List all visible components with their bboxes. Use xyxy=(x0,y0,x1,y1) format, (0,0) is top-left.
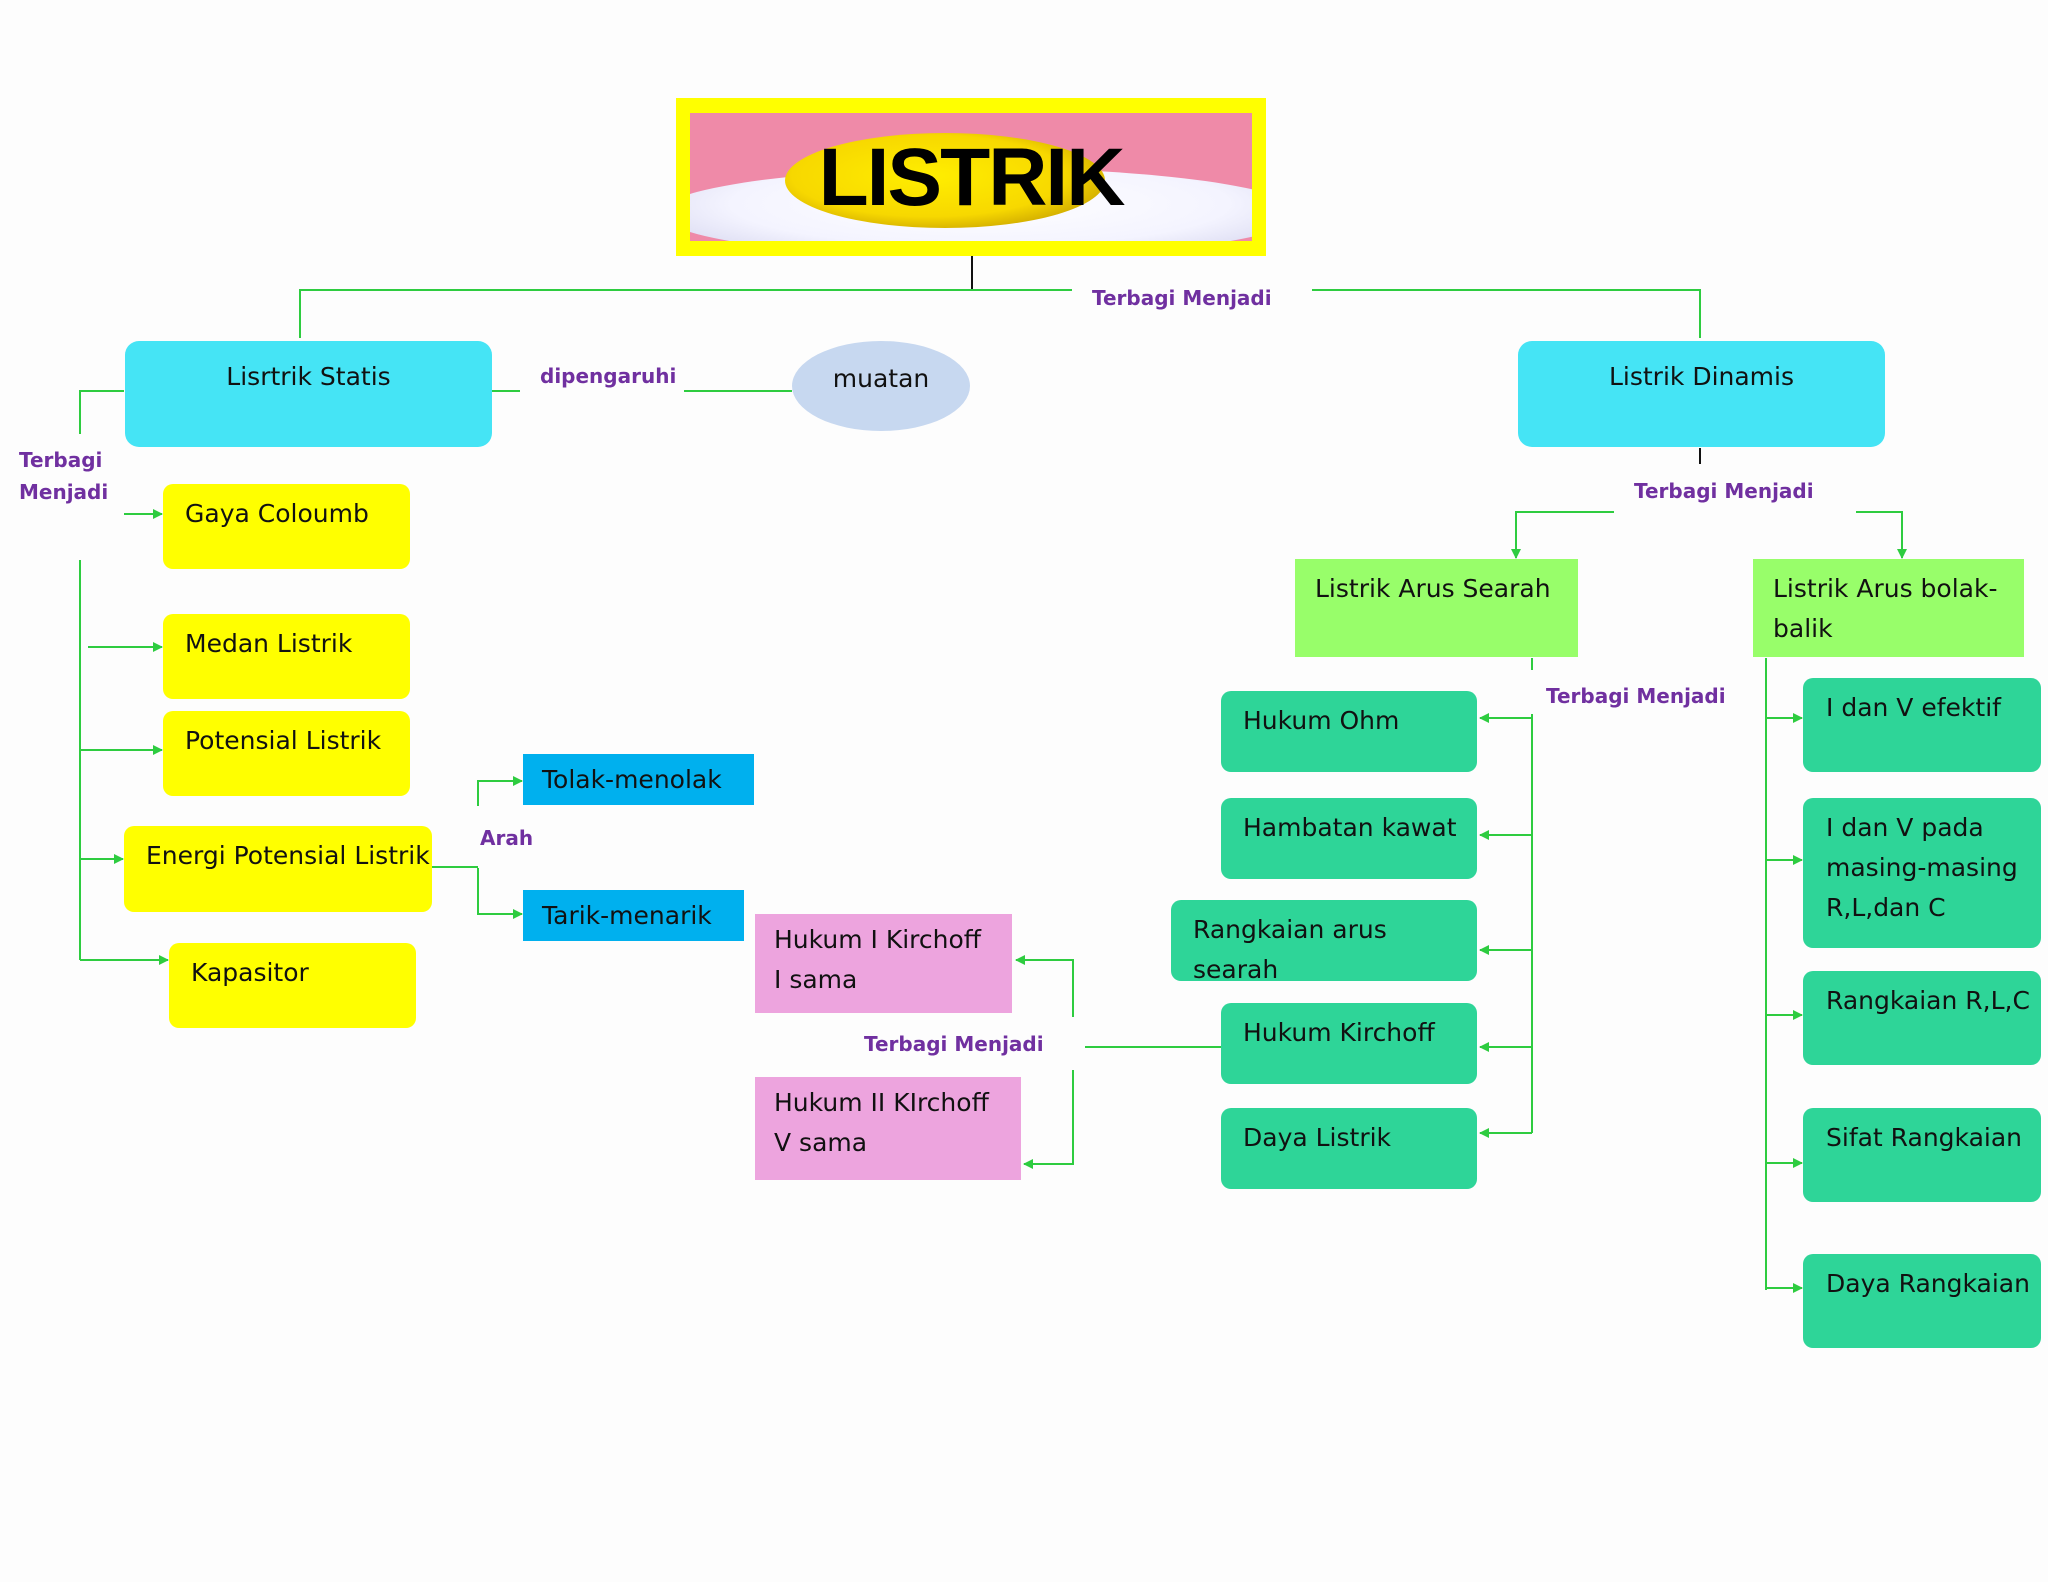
node-hukum-ohm: Hukum Ohm xyxy=(1221,691,1477,772)
title-sun-decoration xyxy=(785,133,1105,228)
node-listrik-dinamis: Listrik Dinamis xyxy=(1518,341,1885,447)
node-hambatan-kawat: Hambatan kawat xyxy=(1221,798,1477,879)
label-terbagi-menjadi-top: Terbagi Menjadi xyxy=(1092,286,1272,310)
node-tolak-menolak: Tolak-menolak xyxy=(523,754,754,805)
node-muatan: muatan xyxy=(792,341,970,431)
page-title: LISTRIK xyxy=(818,132,1126,223)
node-daya-listrik: Daya Listrik xyxy=(1221,1108,1477,1189)
node-listrik-arus-bolak-balik: Listrik Arus bolak-balik xyxy=(1753,559,2024,657)
node-potensial-listrik: Potensial Listrik xyxy=(163,711,410,796)
label-terbagi-menjadi-kirchoff: Terbagi Menjadi xyxy=(864,1032,1044,1056)
label-dipengaruhi: dipengaruhi xyxy=(540,364,677,388)
label-arah: Arah xyxy=(480,826,534,850)
node-sifat-rangkaian: Sifat Rangkaian xyxy=(1803,1108,2041,1202)
title-image: LISTRIK xyxy=(690,113,1252,241)
node-energi-potensial-listrik: Energi Potensial Listrik xyxy=(124,826,432,912)
node-hukum-kirchoff: Hukum Kirchoff xyxy=(1221,1003,1477,1084)
node-rangkaian-arus-searah: Rangkaian arus searah xyxy=(1171,900,1477,984)
node-kapasitor: Kapasitor xyxy=(169,943,416,1028)
node-rangkaian-rlc: Rangkaian R,L,C xyxy=(1803,971,2041,1065)
node-daya-rangkaian: Daya Rangkaian xyxy=(1803,1254,2041,1348)
title-box: LISTRIK xyxy=(676,98,1266,256)
label-terbagi-menjadi-searah: Terbagi Menjadi xyxy=(1546,684,1726,708)
node-tarik-menarik: Tarik-menarik xyxy=(523,890,744,941)
node-medan-listrik: Medan Listrik xyxy=(163,614,410,699)
node-i-dan-v-efektif: I dan V efektif xyxy=(1803,678,2041,772)
node-listrik-statis: Lisrtrik Statis xyxy=(125,341,492,447)
label-terbagi-menjadi-dinamis: Terbagi Menjadi xyxy=(1634,479,1814,503)
node-gaya-coloumb: Gaya Coloumb xyxy=(163,484,410,569)
node-listrik-arus-searah: Listrik Arus Searah xyxy=(1295,559,1578,657)
